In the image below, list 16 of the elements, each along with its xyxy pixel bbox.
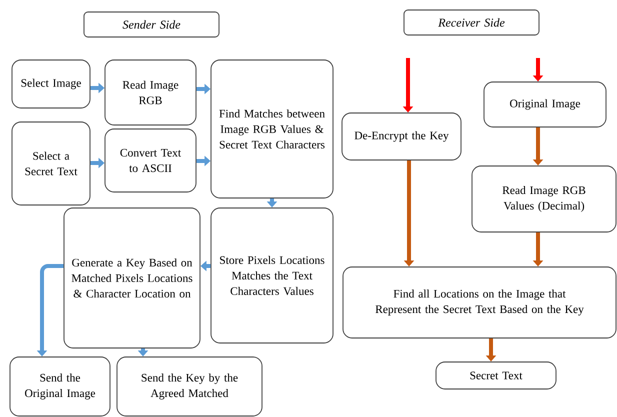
process-box: Generate a Key Based on Matched Pixels Locations & Character Location on xyxy=(64,208,200,348)
process-box: Read Image RGB xyxy=(104,60,196,126)
process-box: Secret Text xyxy=(436,362,556,390)
process-box: Select a Secret Text xyxy=(12,122,90,206)
heading-box: Receiver Side xyxy=(404,10,540,36)
process-box: Original Image xyxy=(484,82,606,128)
process-box: Find all Locations on the Image that Represent the Secret Text Based on the Key xyxy=(342,266,616,338)
heading-box: Sender Side xyxy=(84,12,220,38)
process-box: Read Image RGB Values (Decimal) xyxy=(472,166,616,232)
process-box: Convert Text to ASCII xyxy=(104,128,196,192)
process-box: Store Pixels Locations Matches the Text Characters Values xyxy=(210,208,334,344)
process-box: De-Encrypt the Key xyxy=(342,112,462,160)
process-box: Send the Original Image xyxy=(10,356,110,416)
process-box: Find Matches between Image RGB Values & Secret Text Characters xyxy=(210,60,334,198)
process-box: Select Image xyxy=(12,60,90,108)
process-box: Send the Key by the Agreed Matched xyxy=(116,356,262,416)
